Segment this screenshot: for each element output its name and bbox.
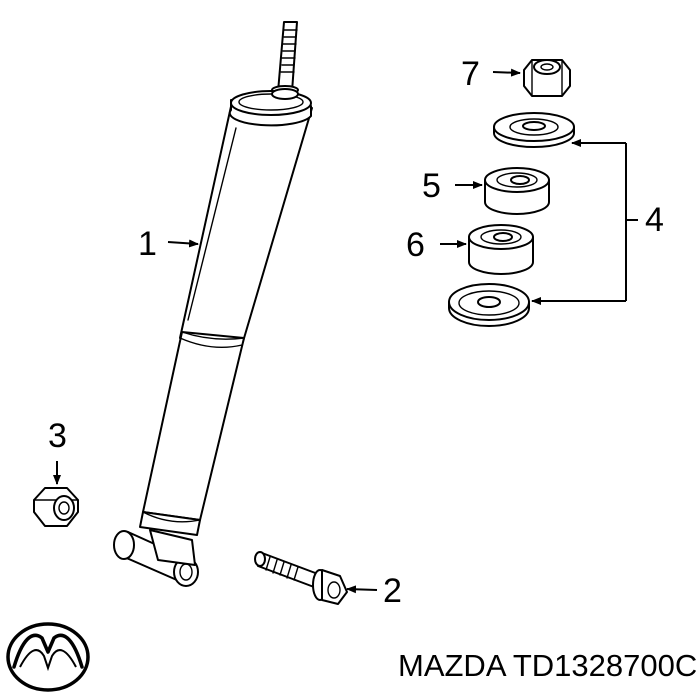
callout-4: 4 [645, 201, 664, 239]
leader-lines [53, 68, 638, 594]
mazda-logo-icon [6, 622, 90, 692]
shock-stud [271, 21, 299, 95]
callout-2: 2 [383, 572, 402, 610]
upper-bushing [484, 167, 550, 215]
shock-absorber [113, 21, 313, 587]
top-nut [523, 59, 571, 97]
shock-upper-body [179, 101, 313, 346]
callout-5: 5 [422, 167, 441, 205]
callout-6: 6 [406, 226, 425, 264]
lower-nut [33, 487, 79, 527]
lower-washer [448, 283, 530, 327]
callout-1: 1 [138, 225, 157, 263]
brand-name: MAZDA [398, 648, 505, 683]
leader-1 [167, 239, 199, 248]
lower-bushing [468, 224, 534, 275]
part-caption: MAZDA TD1328700C [398, 650, 697, 681]
callout-7: 7 [461, 55, 480, 93]
shock-eye-mount [113, 529, 199, 587]
callout-numbers: 1 2 3 4 5 6 7 [48, 55, 664, 610]
shock-lower-body [142, 331, 245, 521]
part-number: TD1328700C [512, 648, 698, 683]
upper-washer [493, 112, 575, 148]
shock-top-cap [228, 88, 312, 127]
callout-3: 3 [48, 417, 67, 455]
leader-7 [492, 68, 521, 77]
mounting-bolt [254, 551, 348, 605]
leader-2 [346, 585, 378, 594]
